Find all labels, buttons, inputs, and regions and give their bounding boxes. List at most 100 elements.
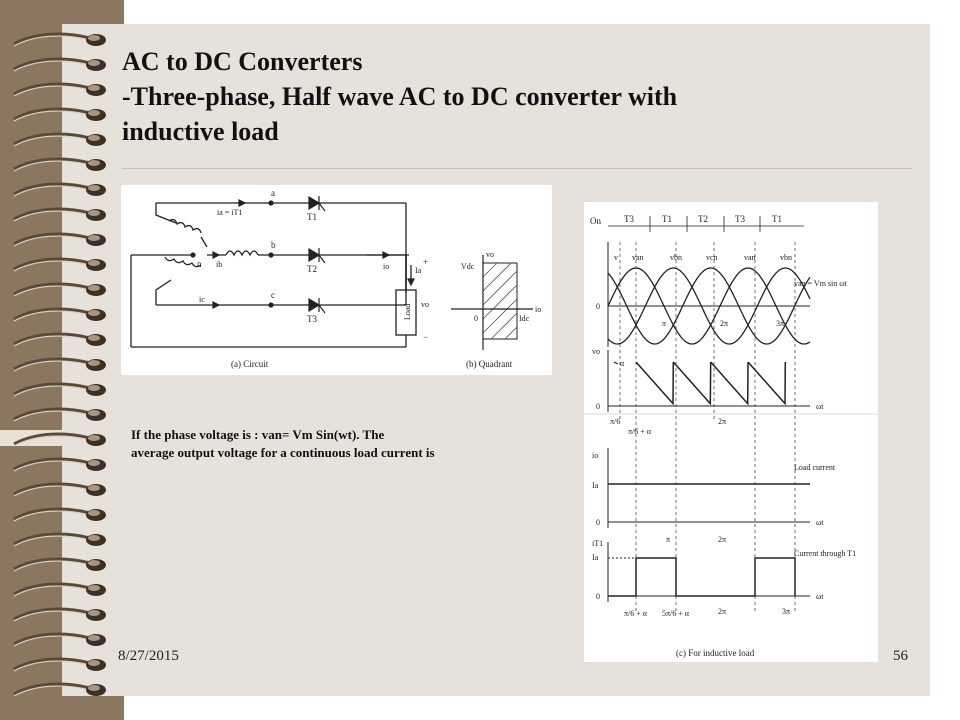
phase-curve-b [607,267,811,345]
thyristor-t3-symbol [308,297,321,313]
caption-line-1: If the phase voltage is : van= Vm Sin(wt… [131,427,385,442]
quadrant-idc-label: Idc [519,314,530,323]
on-label: On [590,216,601,226]
node-a-label: a [271,188,275,198]
thyristor-t2-label: T2 [307,264,317,274]
alpha-label: α [620,359,625,368]
spiral-coil [6,555,110,575]
spiral-coil [6,355,110,375]
phase-label-vbn: vbn [670,253,682,262]
node-n-dot [190,252,196,258]
phase-label-van: van [632,253,644,262]
phase-c-winding [164,256,202,268]
caption-text: If the phase voltage is : van= Vm Sin(wt… [131,426,591,462]
node-b-label: b [271,240,276,250]
phase-c-lead [155,279,172,305]
conduction-label-t3: T3 [735,214,745,224]
thyristor-t3-label: T3 [307,314,317,324]
thyristor-t1-symbol [308,195,321,211]
phase-b-winding [225,250,259,257]
ia-label: Ia [592,481,599,490]
panel1-3pi: 3π [776,319,784,328]
spiral-coil [6,55,110,75]
title-line-2: -Three-phase, Half wave AC to DC convert… [122,82,678,111]
io-label: io [592,451,598,460]
five-pi-over-6-plus-alpha: 5π/6 + α [662,609,690,618]
panel4-3pi: 3π [782,607,790,616]
slide-date: 8/27/2015 [118,648,179,664]
slide-page-number: 56 [893,648,908,664]
caption-line-2: average output voltage for a continuous … [131,445,435,460]
output-voltage-segment [747,361,787,406]
panel2-2pi: 2π [718,417,726,426]
phase-a-to-n [200,236,208,248]
spiral-coil [6,655,110,675]
conduction-label-t1: T1 [772,214,782,224]
pi-over-6-plus-alpha-label: π/6 + α [628,427,652,436]
panel2-omega-t: ωt [816,402,824,411]
output-voltage-segment [635,361,675,406]
current-c-label: ic [199,295,205,304]
panel4-omega-t: ωt [816,592,824,601]
phase-label-vbn: vbn [780,253,792,262]
output-voltage-label: vo [421,300,429,309]
title-line-1: AC to DC Converters [122,47,363,76]
current-b-label: ib [216,260,222,269]
spiral-coil [6,505,110,525]
spiral-coil [6,605,110,625]
it1-label: iT1 [592,539,603,548]
spiral-coil [6,380,110,400]
output-voltage-segment [710,361,749,406]
circuit-caption: (a) Circuit [231,359,269,369]
node-c-dot [268,302,274,308]
current-through-text: Current through T1 [794,549,856,558]
quadrant-origin-label: 0 [474,314,478,323]
spiral-coil [6,205,110,225]
title-divider [122,168,912,169]
io-arrow [382,251,391,259]
ic-arrow [212,301,221,309]
slide-title: AC to DC Converters -Three-phase, Half w… [122,44,902,149]
quadrant-plot: vo io Vdc Idc 0 (b) Quadrant [451,250,541,369]
vo-label: vo [592,347,600,356]
spiral-coil [6,30,110,50]
spiral-coil [6,530,110,550]
panel4-2pi: 2π [718,607,726,616]
spiral-coil [6,455,110,475]
quadrant-hatch-box [482,262,518,340]
ia-arrow [238,199,247,207]
phase-curve-c [607,267,811,345]
node-a-dot [268,200,274,206]
spiral-coil [6,105,110,125]
spiral-coil [6,405,110,425]
phase-a-winding [168,218,202,234]
pi-over-6-label: π/6 [610,417,620,426]
node-n-label: n [197,259,202,269]
equation-label: van = Vm sin ωt [794,279,848,288]
conduction-label-t2: T2 [698,214,708,224]
output-current-label: io [383,262,389,271]
spiral-coil [6,630,110,650]
v-label: v [614,253,618,262]
spiral-coil [6,280,110,300]
conduction-label-t1: T1 [662,214,672,224]
spiral-coil [6,430,110,450]
load-current-text: Load current [794,463,836,472]
ib-arrow [212,251,221,259]
panel3-pi: π [666,535,670,544]
thyristor-t1-label: T1 [307,212,317,222]
spiral-coil [6,230,110,250]
conduction-label-t3: T3 [624,214,634,224]
quadrant-y-label: vo [486,250,494,259]
panel1-2pi: 2π [720,319,728,328]
spiral-coil [6,155,110,175]
minus-sign: − [423,332,428,342]
panel3-zero: 0 [596,518,600,527]
quadrant-x-label: io [535,305,541,314]
spiral-coil [6,680,110,700]
title-line-3: inductive load [122,117,279,146]
panel3-omega-t: ωt [816,518,824,527]
waveform-caption: (c) For inductive load [676,648,755,658]
